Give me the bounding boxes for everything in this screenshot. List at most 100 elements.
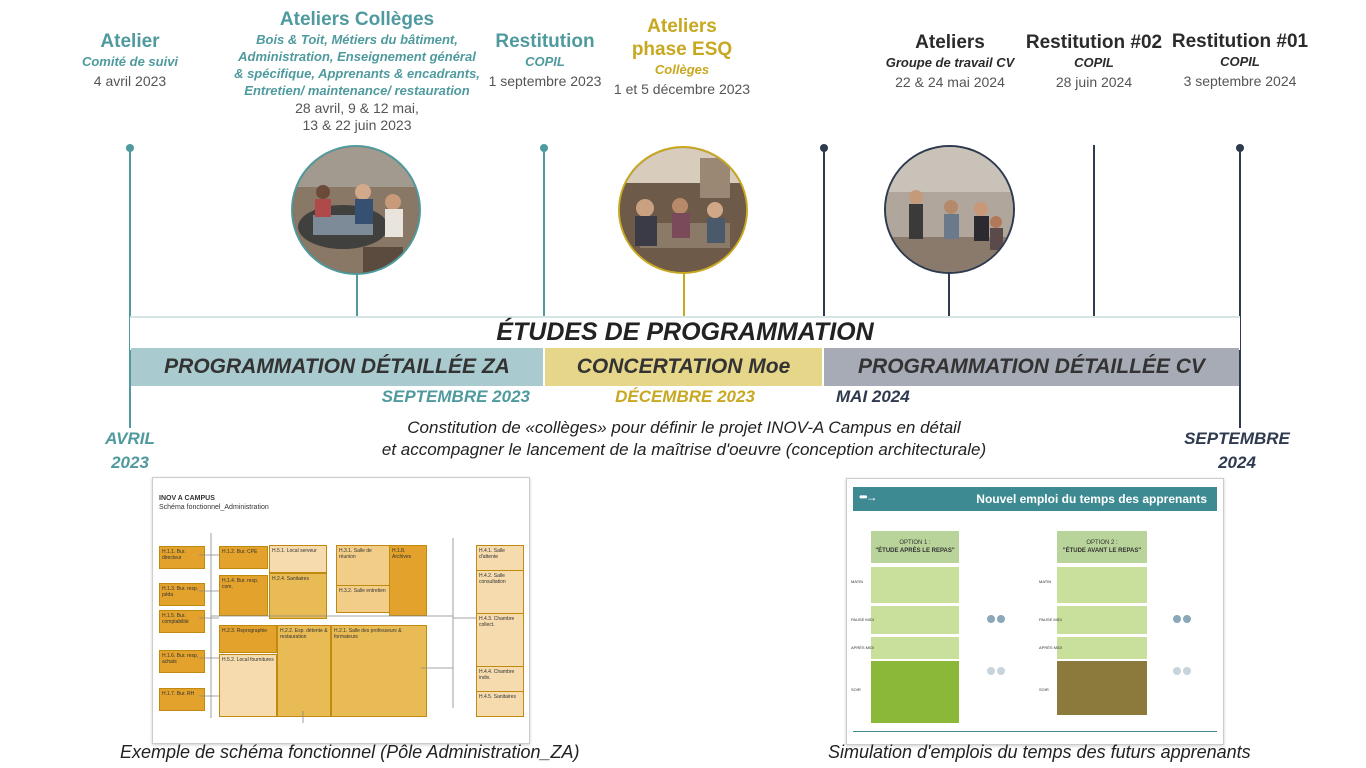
schema-subtitle: Schéma fonctionnel_Administration	[159, 504, 269, 511]
schema-box: H.4.1. Salle d'attente	[476, 545, 524, 573]
event-atelier: Atelier Comité de suivi 4 avril 2023	[60, 30, 200, 90]
programmation-frame	[130, 316, 1240, 350]
workshop-photo	[291, 145, 421, 275]
info-icon	[987, 667, 995, 675]
schedule-header-bar: •••→ Nouvel emploi du temps des apprenan…	[853, 487, 1217, 511]
phase-period-moe: DÉCEMBRE 2023	[615, 387, 755, 406]
timeline-marker-line	[683, 268, 685, 316]
event-title: Restitution #02	[1025, 32, 1163, 53]
event-title-line: phase ESQ	[631, 39, 733, 60]
info-icon	[997, 615, 1005, 623]
workshop-photo-image	[886, 147, 1013, 272]
event-ateliers-esq: Ateliers phase ESQ Collèges 1 et 5 décem…	[597, 15, 767, 98]
phase-period-cv: MAI 2024	[836, 387, 910, 406]
timeline-marker-line	[543, 148, 545, 348]
option2-header: OPTION 2 : "ÉTUDE AVANT LE REPAS"	[1057, 531, 1147, 563]
flow-icon: •••→	[859, 490, 878, 504]
timeline-marker-dot	[1236, 144, 1244, 152]
schema-title: INOV A CAMPUS	[159, 495, 215, 502]
schema-box: H.1.8. Archives	[389, 545, 427, 616]
event-date: 1 septembre 2023	[488, 73, 602, 89]
event-ateliers-cv: Ateliers Groupe de travail CV 22 & 24 ma…	[875, 31, 1025, 91]
event-title: Restitution #01	[1171, 31, 1309, 52]
event-ateliers-colleges: Ateliers Collèges Bois & Toit, Métiers d…	[232, 8, 482, 134]
timeline-marker-dot	[540, 144, 548, 152]
description-line: Constitution de «collèges» pour définir …	[407, 418, 961, 437]
schedule-row-label: MATIN	[851, 579, 864, 584]
schema-box: H.5.1. Local serveur	[269, 545, 327, 573]
schema-box: H.2.1. Salle des professeurs & formateur…	[331, 625, 427, 717]
schema-box: H.4.4. Chambre indiv.	[476, 666, 524, 694]
event-date: 1 et 5 décembre 2023	[613, 81, 751, 97]
event-sub: Comité de suivi	[81, 54, 179, 69]
schedule-row-label: APRÈS MIDI	[1039, 645, 1063, 650]
info-icon	[1173, 615, 1181, 623]
schedule-header: Nouvel emploi du temps des apprenants	[976, 492, 1207, 506]
schedule-block	[1057, 606, 1147, 634]
schema-box: H.1.4. Bur. resp. com.	[219, 575, 268, 616]
timeline-end-year: 2024	[1218, 453, 1256, 472]
event-restitution-01: Restitution #01 COPIL 3 septembre 2024	[1168, 30, 1312, 90]
event-date: 3 septembre 2024	[1183, 73, 1297, 89]
schema-box: H.2.3. Reprographie	[219, 625, 277, 653]
schedule-block	[871, 637, 959, 659]
phase-band-label: CONCERTATION Moe	[576, 355, 791, 378]
event-sub-line: Entretien/ maintenance/ restauration	[244, 83, 470, 98]
timeline-marker-line	[823, 148, 825, 348]
option-label: "ÉTUDE APRÈS LE REPAS"	[875, 548, 955, 554]
timeline-marker-dot	[820, 144, 828, 152]
timeline-marker-line	[1093, 145, 1095, 316]
schema-caption: Exemple de schéma fonctionnel (Pôle Admi…	[120, 742, 580, 762]
option-label: "ÉTUDE AVANT LE REPAS"	[1062, 548, 1142, 554]
option1-header: OPTION 1 : "ÉTUDE APRÈS LE REPAS"	[871, 531, 959, 563]
event-title-line: Ateliers	[647, 16, 717, 37]
phase-period-za: SEPTEMBRE 2023	[381, 387, 530, 406]
event-date-line: 13 & 22 juin 2023	[302, 117, 412, 133]
phase-band-moe: CONCERTATION Moe	[545, 348, 822, 386]
option-label: OPTION 2 :	[1086, 540, 1118, 546]
info-icon	[1183, 615, 1191, 623]
event-sub-line: Administration, Enseignement général	[238, 49, 476, 64]
event-sub: COPIL	[1220, 54, 1260, 69]
schema-box: H.1.6. Bur. resp. achats	[159, 650, 205, 673]
schema-connectors	[199, 533, 476, 723]
schema-box: H.1.1. Bur. directeur	[159, 546, 205, 569]
timeline-start-month: AVRIL	[105, 429, 155, 448]
schema-box: H.2.2. Esp. détente & restauration	[277, 625, 331, 717]
event-date: 4 avril 2023	[93, 73, 167, 89]
schedule-block	[871, 661, 959, 723]
option-label: OPTION 1 :	[899, 540, 931, 546]
schema-box: H.5.2. Local fournitures	[219, 654, 277, 717]
info-icon	[1173, 667, 1181, 675]
event-sub-line: & spécifique, Apprenants & encadrants,	[234, 66, 480, 81]
schedule-block	[1057, 637, 1147, 659]
info-icon	[997, 667, 1005, 675]
event-restitution-02: Restitution #02 COPIL 28 juin 2024	[1024, 31, 1164, 91]
schedule-row-label: PAUSE MIDI	[851, 617, 874, 622]
schedule-row-label: MATIN	[1039, 579, 1052, 584]
schedule-block	[871, 606, 959, 634]
schedule-row-label: PAUSE MIDI	[1039, 617, 1062, 622]
schedule-row-label: SOIR	[851, 687, 861, 692]
event-title: Atelier	[100, 31, 160, 52]
schedule-block	[1057, 661, 1147, 715]
event-title: Ateliers Collèges	[279, 9, 435, 30]
schema-box: H.1.7. Bur. RH	[159, 688, 205, 711]
event-restitution: Restitution COPIL 1 septembre 2023	[475, 30, 615, 90]
schedule-caption: Simulation d'emplois du temps des futurs…	[828, 742, 1251, 762]
event-sub-line: Bois & Toit, Métiers du bâtiment,	[256, 32, 458, 47]
event-date: 22 & 24 mai 2024	[895, 74, 1005, 90]
workshop-photo	[884, 145, 1015, 274]
schedule-footer	[853, 731, 1217, 732]
schema-document: INOV A CAMPUS Schéma fonctionnel_Adminis…	[152, 477, 530, 744]
workshop-photo	[618, 146, 748, 274]
schedule-row-label: APRÈS MIDI	[851, 645, 875, 650]
schedule-block	[1057, 567, 1147, 603]
event-date: 28 juin 2024	[1055, 74, 1133, 90]
schedule-block	[871, 567, 959, 603]
timeline-start-year: 2023	[111, 453, 149, 472]
info-icon	[987, 615, 995, 623]
info-icon	[1183, 667, 1191, 675]
timeline-end-month: SEPTEMBRE	[1184, 429, 1290, 448]
timeline-marker-dot	[126, 144, 134, 152]
